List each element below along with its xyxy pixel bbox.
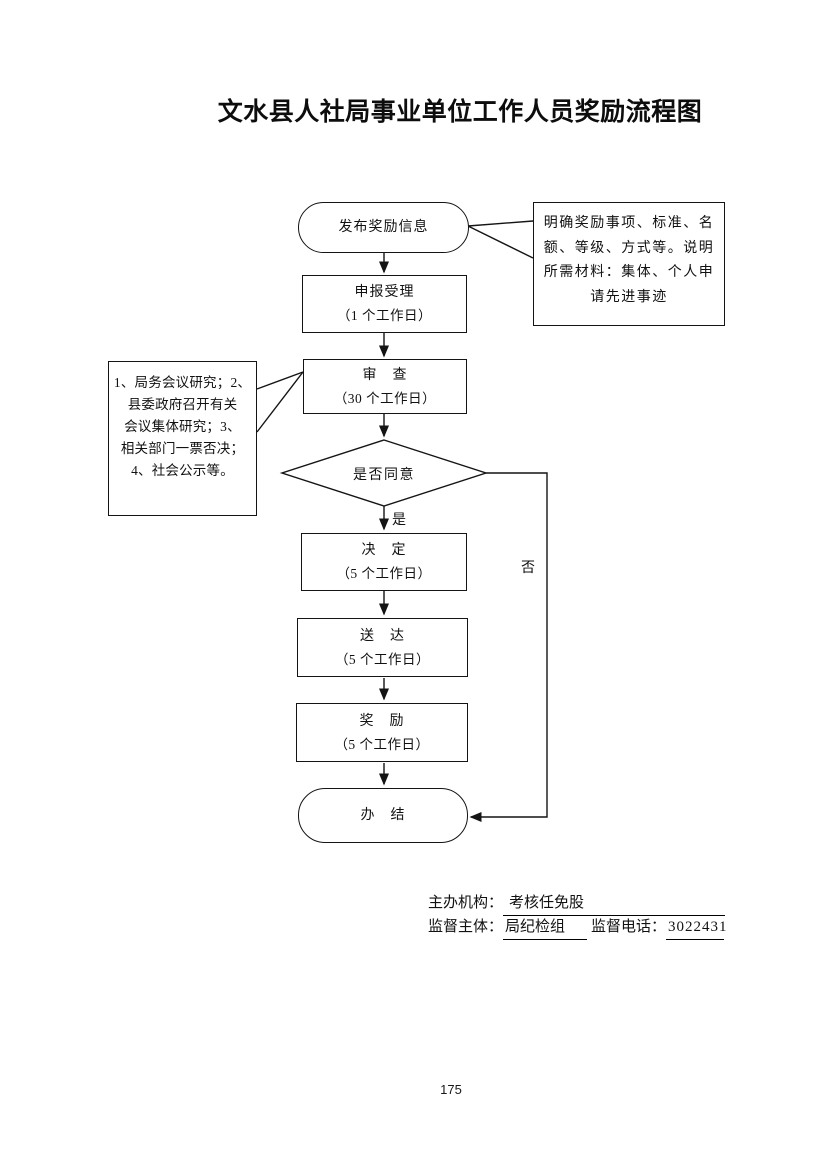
flow-node-review: 审 查 （30 个工作日）	[303, 359, 467, 414]
flow-node-reward-label: 奖 励	[359, 713, 405, 729]
flow-node-decide: 决 定 （5 个工作日）	[301, 533, 467, 591]
footer-supervisor-value: 局纪检组	[503, 916, 588, 940]
flow-node-accept: 申报受理 （1 个工作日）	[302, 275, 467, 333]
flow-node-start: 发布奖励信息	[298, 202, 469, 253]
page-title: 文水县人社局事业单位工作人员奖励流程图	[217, 98, 703, 126]
flow-node-end: 办 结	[298, 788, 468, 843]
callout-line-right-bottom	[467, 225, 534, 259]
decision-label: 是否同意	[353, 468, 415, 483]
flow-node-accept-label: 申报受理	[354, 285, 415, 300]
footer-phone-value: 3022431	[666, 916, 727, 940]
flow-node-review-duration: （30 个工作日）	[333, 390, 437, 406]
footer-supervisor-row: 监督主体：局纪检组监督电话：3022431	[428, 916, 727, 940]
note-left-line: 4、社会公示等。	[131, 463, 234, 478]
branch-label-yes: 是	[392, 513, 406, 528]
callout-line-left-bottom	[256, 371, 304, 433]
note-right: 明确奖励事项、标准、名 额、等级、方式等。说明 所需材料：集体、个人申 请先进事…	[533, 202, 725, 326]
note-right-line: 明确奖励事项、标准、名	[543, 216, 715, 231]
flow-node-decide-duration: （5 个工作日）	[336, 566, 432, 581]
footer-host-row: 主办机构：考核任免股	[428, 892, 726, 916]
page-number: 175	[440, 1082, 462, 1097]
flow-node-reward-duration: （5 个工作日）	[334, 736, 430, 752]
flow-node-decide-label: 决 定	[361, 543, 407, 558]
note-right-line: 请先进事迹	[590, 289, 668, 305]
flow-node-deliver-label: 送 达	[360, 628, 405, 644]
footer-supervisor-label: 监督主体：	[428, 919, 504, 935]
flow-node-reward: 奖 励 （5 个工作日）	[296, 703, 468, 762]
callout-line-left-top	[256, 371, 304, 390]
no-branch-connector	[469, 472, 548, 822]
note-right-line: 所需材料：集体、个人申	[543, 265, 715, 281]
decision-diamond-shape	[279, 439, 489, 507]
note-left-line: 会议集体研究；3、	[124, 419, 241, 434]
note-left-line: 县委政府召开有关	[127, 397, 238, 412]
flow-node-deliver-duration: （5 个工作日）	[334, 651, 431, 667]
note-left-line: 相关部门一票否决；	[120, 441, 245, 456]
note-right-line: 额、等级、方式等。说明	[543, 240, 715, 256]
note-left-line: 1、局务会议研究；2、	[113, 375, 252, 390]
flow-node-start-label: 发布奖励信息	[338, 220, 429, 235]
branch-label-no: 否	[521, 561, 535, 576]
note-left: 1、局务会议研究；2、 县委政府召开有关 会议集体研究；3、 相关部门一票否决；…	[108, 361, 257, 516]
footer-host-value: 考核任免股	[503, 892, 726, 916]
flow-node-deliver: 送 达 （5 个工作日）	[297, 618, 468, 677]
footer-info: 主办机构：考核任免股 监督主体：局纪检组监督电话：3022431	[428, 892, 727, 940]
flow-node-review-label: 审 查	[362, 367, 408, 383]
footer-phone-label: 监督电话：	[591, 919, 667, 935]
callout-line-right-top	[467, 220, 534, 227]
flow-node-accept-duration: （1 个工作日）	[336, 308, 433, 323]
footer-host-label: 主办机构：	[428, 895, 504, 911]
flow-node-end-label: 办 结	[360, 808, 406, 823]
